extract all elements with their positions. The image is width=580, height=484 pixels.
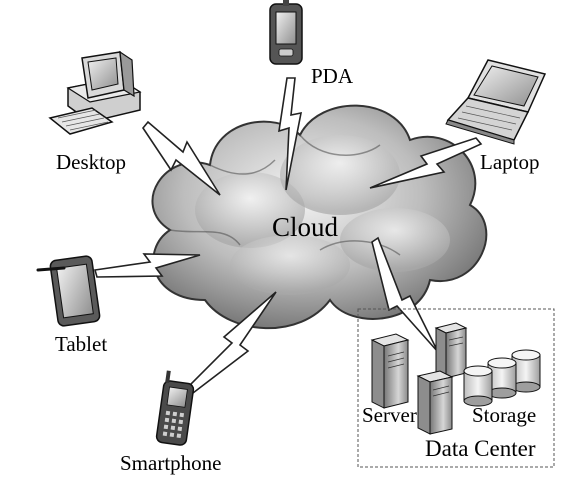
laptop-icon [445,59,547,145]
cloud-shape [151,104,488,330]
laptop-label: Laptop [480,150,540,174]
smartphone-icon [155,370,195,446]
smartphone-label: Smartphone [120,451,222,475]
pda-icon [269,0,303,65]
smartphone-link-bolt [185,291,277,395]
desktop-label: Desktop [56,150,126,174]
data-center-box [357,308,555,468]
storage-label: Storage [472,403,537,427]
storage-drum-icon [487,357,517,399]
server-label: Server [362,403,417,427]
server-tower-icon [370,333,410,409]
server-tower-icon [416,370,454,435]
pda-label: PDA [311,64,354,88]
desktop-link-bolt [142,120,221,196]
storage-drum-icon [511,349,541,393]
tablet-link-bolt [93,253,201,278]
server-tower-icon [434,322,468,379]
storage-drum-icon [463,365,493,407]
tablet-icon [36,255,101,327]
tablet-label: Tablet [55,332,108,356]
laptop-link-bolt [369,137,483,189]
desktop-computer-icon [48,50,142,135]
cloud-label: Cloud [272,212,339,242]
data-center-label: Data Center [425,436,536,461]
pda-link-bolt [278,77,303,191]
